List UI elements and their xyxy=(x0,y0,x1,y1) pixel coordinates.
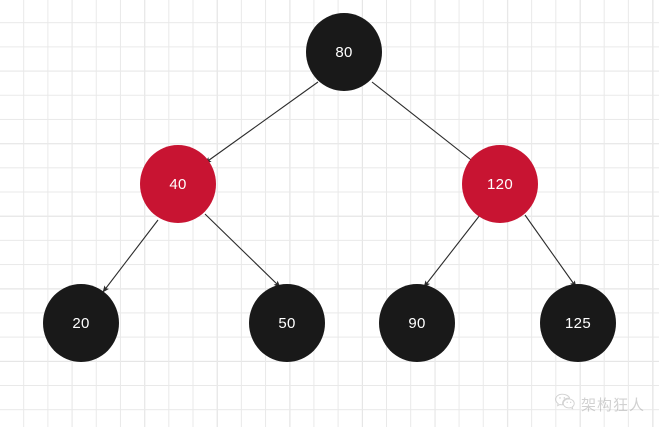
tree-edge xyxy=(204,213,281,288)
tree-node-90[interactable]: 90 xyxy=(379,284,455,362)
tree-node-125[interactable]: 125 xyxy=(540,284,616,362)
tree-edge xyxy=(102,219,159,293)
node-label: 90 xyxy=(408,314,426,332)
tree-edge xyxy=(371,81,476,164)
tree-node-120[interactable]: 120 xyxy=(462,145,538,223)
tree-edge xyxy=(524,214,577,288)
node-label: 80 xyxy=(335,43,353,61)
tree-node-80[interactable]: 80 xyxy=(306,13,382,91)
watermark: 架构狂人 xyxy=(555,393,645,415)
node-label: 20 xyxy=(72,314,90,332)
tree-node-20[interactable]: 20 xyxy=(43,284,119,362)
tree-edge xyxy=(204,81,319,164)
tree-node-40[interactable]: 40 xyxy=(140,145,216,223)
node-label: 40 xyxy=(169,175,187,193)
wechat-icon xyxy=(555,393,575,415)
node-label: 125 xyxy=(565,314,591,332)
node-label: 50 xyxy=(278,314,296,332)
node-label: 120 xyxy=(487,175,513,193)
watermark-text: 架构狂人 xyxy=(580,395,645,414)
tree-node-50[interactable]: 50 xyxy=(249,284,325,362)
tree-edge xyxy=(423,214,481,288)
